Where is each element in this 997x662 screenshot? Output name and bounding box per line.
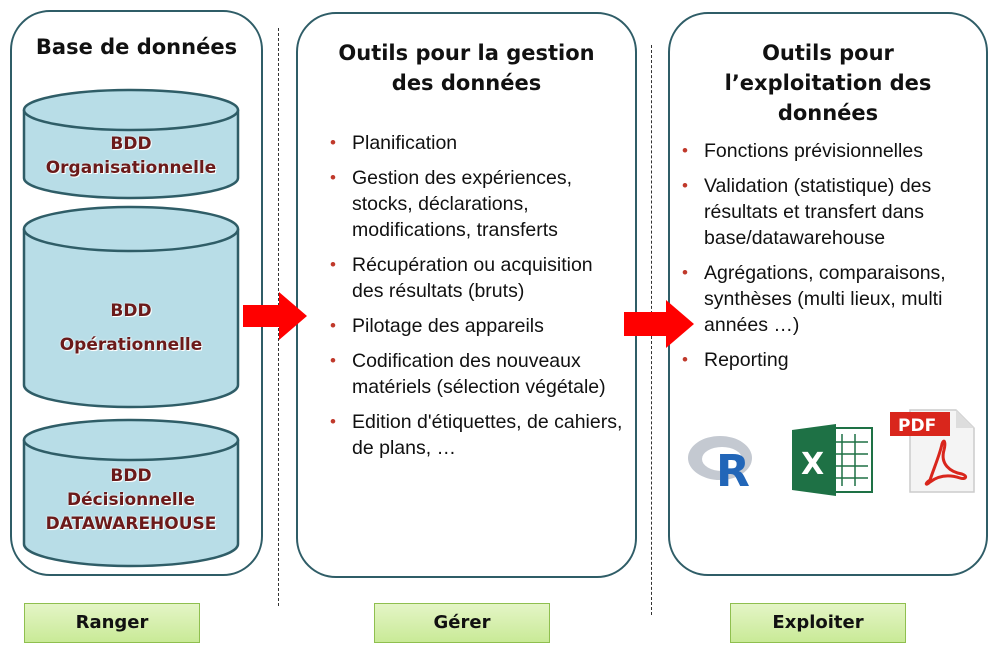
- databases-panel-title: Base de données: [35, 35, 238, 59]
- list-item: •Planification: [330, 132, 458, 154]
- list-item: •Edition d'étiquettes, de cahiers, de pl…: [330, 411, 623, 459]
- stage-tag-manage: Gérer: [374, 603, 550, 643]
- database-cylinder-operational: BDD Opérationnelle: [22, 205, 240, 410]
- r-logo-icon: R: [686, 430, 758, 497]
- svg-text:PDF: PDF: [898, 416, 936, 436]
- exploitation-tools-list: •Fonctions prévisionnelles •Validation (…: [678, 138, 983, 382]
- management-tools-panel: Outils pour la gestion des données: [296, 12, 637, 578]
- management-tools-title: Outils pour la gestion des données: [338, 41, 595, 95]
- list-item: •Fonctions prévisionnelles: [682, 140, 923, 162]
- list-item: •Agrégations, comparaisons, synthèses (m…: [682, 262, 946, 336]
- list-item: •Gestion des expériences, stocks, déclar…: [330, 167, 573, 241]
- cylinder-shape: [22, 418, 240, 568]
- database-label: BDD Organisationnelle: [45, 134, 217, 178]
- exploitation-tools-title: Outils pour l’exploitation des données: [724, 41, 932, 125]
- database-label: BDD Décisionnelle DATAWAREHOUSE: [45, 466, 217, 534]
- excel-icon: X: [792, 422, 874, 503]
- database-cylinder-organisational: BDD Organisationnelle: [22, 88, 240, 200]
- list-item: •Codification des nouveaux matériels (sé…: [330, 350, 606, 398]
- arrow-right-icon: [624, 300, 694, 353]
- stage-tag-store: Ranger: [24, 603, 200, 643]
- list-item: •Validation (statistique) des résultats …: [682, 175, 932, 249]
- list-item: •Reporting: [682, 349, 789, 371]
- svg-text:X: X: [801, 447, 824, 482]
- pdf-icon: PDF: [890, 408, 976, 499]
- stage-tag-exploit: Exploiter: [730, 603, 906, 643]
- database-cylinder-decisional: BDD Décisionnelle DATAWAREHOUSE: [22, 418, 240, 568]
- database-label: BDD Opérationnelle: [59, 301, 203, 355]
- cylinder-shape: [22, 205, 240, 409]
- cylinder-shape: [22, 88, 240, 200]
- svg-text:R: R: [716, 446, 750, 492]
- list-item: •Pilotage des appareils: [330, 315, 544, 337]
- arrow-right-icon: [243, 292, 307, 345]
- list-item: •Récupération ou acquisition des résulta…: [330, 254, 593, 302]
- management-tools-list: •Planification •Gestion des expériences,…: [326, 130, 626, 470]
